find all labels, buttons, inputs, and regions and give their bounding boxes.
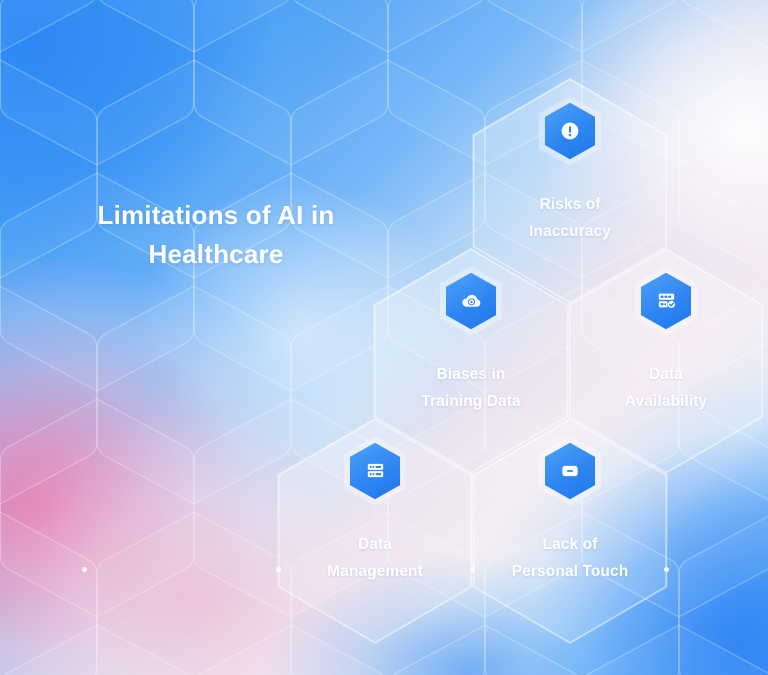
card-label-line-1: Data bbox=[358, 536, 392, 553]
card-label: Risks of Inaccuracy bbox=[485, 192, 655, 245]
page-title-line-1: Limitations of AI in bbox=[97, 200, 335, 230]
hexagon-junction-dot bbox=[469, 566, 475, 572]
card-label-line-2: Availability bbox=[624, 392, 708, 410]
hexagon-junction-dot bbox=[275, 566, 281, 572]
card-icon-badge bbox=[635, 266, 697, 336]
card-icon-badge bbox=[539, 96, 601, 166]
card-label-line-2: Personal Touch bbox=[511, 562, 629, 580]
hexagon-junction-dot bbox=[81, 566, 87, 572]
card-label-line-1: Risks of bbox=[539, 196, 601, 213]
card-icon-badge bbox=[440, 266, 502, 336]
page-title-line-2: Healthcare bbox=[148, 239, 284, 269]
card-label: Lack of Personal Touch bbox=[485, 532, 655, 585]
card-label-line-1: Lack of bbox=[542, 536, 598, 553]
page-title: Limitations of AI in Healthcare bbox=[48, 196, 384, 274]
card-label-line-2: Inaccuracy bbox=[529, 222, 611, 240]
card-label-line-1: Biases in bbox=[436, 366, 506, 383]
card-icon-badge bbox=[539, 436, 601, 506]
card-label: Biases in Training Data bbox=[386, 362, 556, 415]
card-icon-badge bbox=[344, 436, 406, 506]
card-label-line-2: Management bbox=[327, 562, 423, 580]
card-label-line-2: Training Data bbox=[421, 392, 521, 410]
card-label-line-1: Data bbox=[649, 366, 683, 383]
